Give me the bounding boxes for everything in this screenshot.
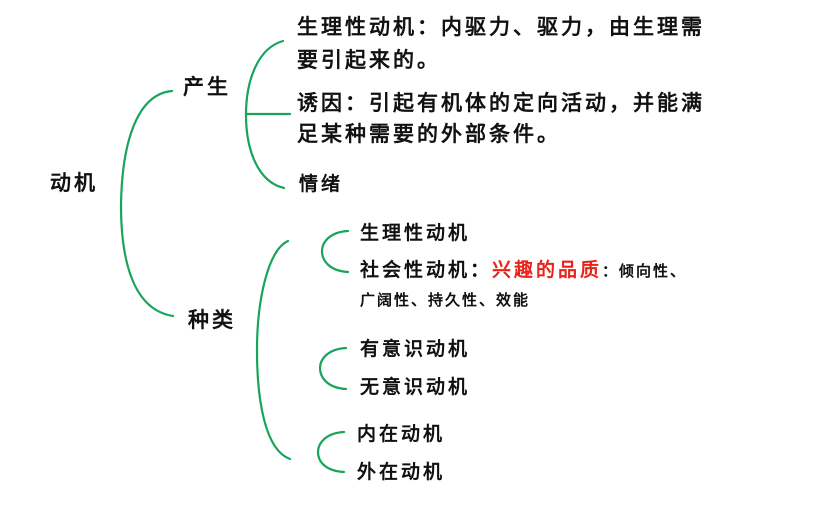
interest-quality-highlight: 兴趣的品质 xyxy=(492,259,603,281)
root-node: 动机 xyxy=(50,171,98,195)
node-extrinsic-motive: 外在动机 xyxy=(357,461,446,483)
branch-chansheng: 产生 xyxy=(183,75,231,99)
social-motive-label: 社会性动机： xyxy=(360,259,493,281)
social-motive-after: ：倾向性、 xyxy=(602,262,688,280)
node-intrinsic-motive: 内在动机 xyxy=(357,423,446,445)
node-incentive-line2: 足某种需要的外部条件。 xyxy=(297,122,561,146)
node-physiological-line1: 生理性动机：内驱力、驱力，由生理需 xyxy=(297,15,705,39)
bracket-group-2 xyxy=(318,346,348,391)
node-unconscious-motive: 无意识动机 xyxy=(360,376,471,398)
node-physiological-line2: 要引起来的。 xyxy=(297,48,441,72)
node-social-motive: 社会性动机：兴趣的品质：倾向性、 xyxy=(360,261,687,280)
bracket-group-1 xyxy=(320,229,350,274)
node-emotion: 情绪 xyxy=(299,173,344,195)
node-physiological-motive: 生理性动机 xyxy=(360,222,471,244)
bracket-root xyxy=(119,89,175,318)
branch-zhonglei: 种类 xyxy=(188,308,236,332)
node-incentive-line1: 诱因：引起有机体的定向活动，并能满 xyxy=(297,91,705,115)
bracket-zhonglei xyxy=(255,239,292,461)
node-social-motive-continuation: 广阔性、持久性、效能 xyxy=(360,291,531,309)
bracket-group-3 xyxy=(316,430,346,474)
node-conscious-motive: 有意识动机 xyxy=(360,338,471,360)
